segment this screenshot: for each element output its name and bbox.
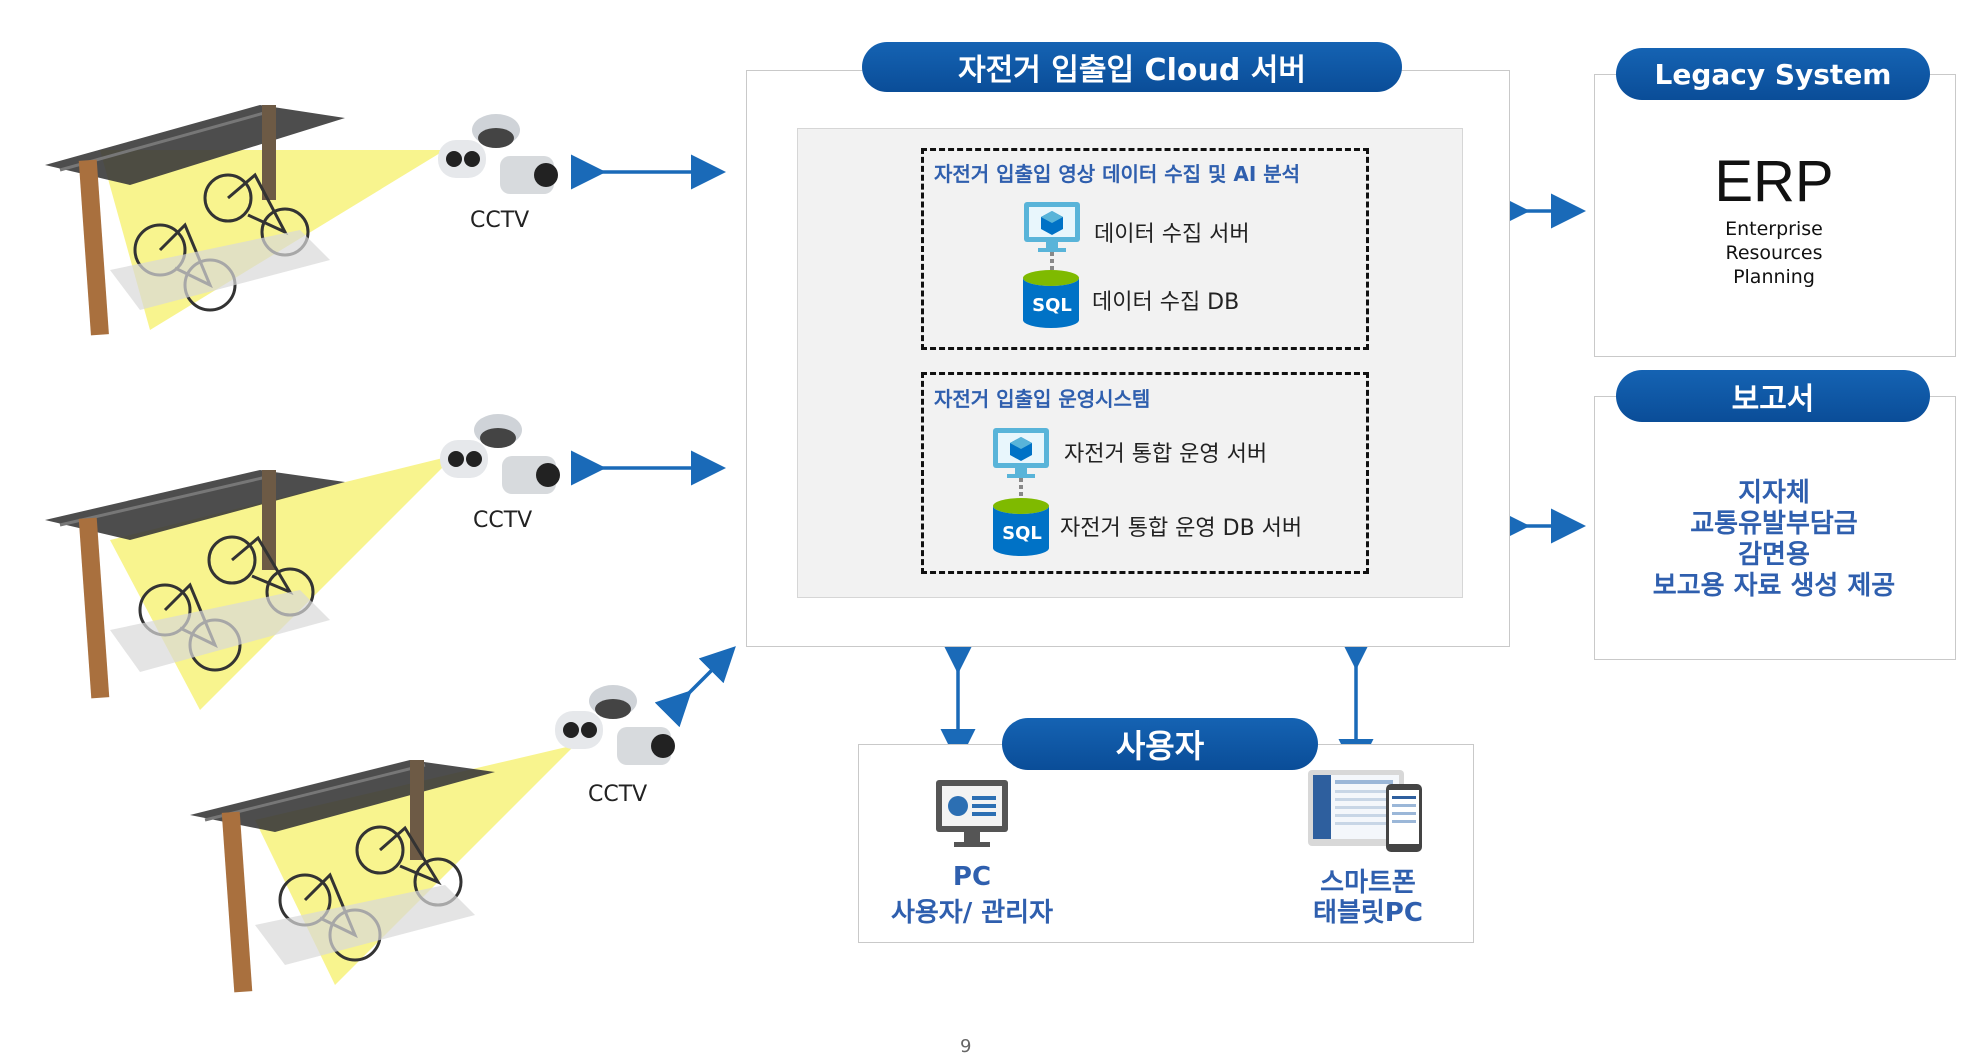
- bike-shelter-1: [45, 105, 445, 336]
- sql-text: SQL: [1002, 523, 1042, 544]
- report-line-2: 교통유발부담금: [1690, 509, 1858, 539]
- bike-shelter-2: [45, 455, 455, 710]
- data-collection-server-label: 데이터 수집 서버: [1094, 222, 1250, 247]
- erp-line-2: Resources: [1725, 242, 1823, 264]
- operation-system-title: 자전거 입출입 운영시스템: [934, 387, 1151, 411]
- erp-line-1: Enterprise: [1725, 218, 1823, 240]
- sql-text: SQL: [1032, 295, 1072, 316]
- operation-system-group: [921, 372, 1369, 574]
- cctv-label: CCTV: [588, 782, 648, 807]
- legacy-system-panel: [1594, 74, 1956, 357]
- erp-label: ERP: [1714, 149, 1834, 214]
- erp-line-3: Planning: [1733, 266, 1815, 288]
- operation-server-label: 자전거 통합 운영 서버: [1064, 442, 1268, 467]
- sql-database-icon: [1023, 270, 1079, 328]
- data-collection-title: 자전거 입출입 영상 데이터 수집 및 AI 분석: [934, 162, 1301, 186]
- cctv-camera-icon: [438, 114, 558, 194]
- data-collection-group: [921, 148, 1369, 350]
- mobile-label-line-1: 스마트폰: [1320, 868, 1416, 898]
- connection-arrows: [571, 154, 1586, 774]
- mobile-label-line-2: 태블릿PC: [1313, 898, 1423, 928]
- cloud-server-title: 자전거 입출입 Cloud 서버: [862, 42, 1402, 92]
- report-line-4: 보고용 자료 생성 제공: [1652, 571, 1896, 601]
- users-title: 사용자: [1002, 718, 1318, 770]
- cctv-camera-icon: [440, 414, 560, 494]
- server-monitor-icon: [1024, 202, 1080, 270]
- report-panel: [1594, 396, 1956, 660]
- report-title: 보고서: [1616, 370, 1930, 422]
- pc-label-line-1: PC: [952, 862, 992, 892]
- pc-monitor-icon: [936, 780, 1008, 847]
- data-collection-db-label: 데이터 수집 DB: [1092, 290, 1240, 315]
- cctv-camera-icon: [555, 685, 675, 765]
- operation-db-label: 자전거 통합 운영 DB 서버: [1060, 516, 1303, 541]
- tablet-smartphone-icon: [1308, 770, 1422, 852]
- cloud-inner-panel: [797, 128, 1463, 598]
- bike-shelter-3: [190, 745, 575, 993]
- cctv-label: CCTV: [473, 508, 533, 533]
- pc-label-line-2: 사용자/ 관리자: [890, 898, 1054, 928]
- report-line-3: 감면용: [1738, 540, 1810, 570]
- sql-database-icon: [993, 498, 1049, 556]
- report-line-1: 지자체: [1738, 478, 1810, 508]
- cctv-label: CCTV: [470, 208, 530, 233]
- legacy-system-title: Legacy System: [1616, 48, 1930, 100]
- server-monitor-icon: [993, 428, 1049, 498]
